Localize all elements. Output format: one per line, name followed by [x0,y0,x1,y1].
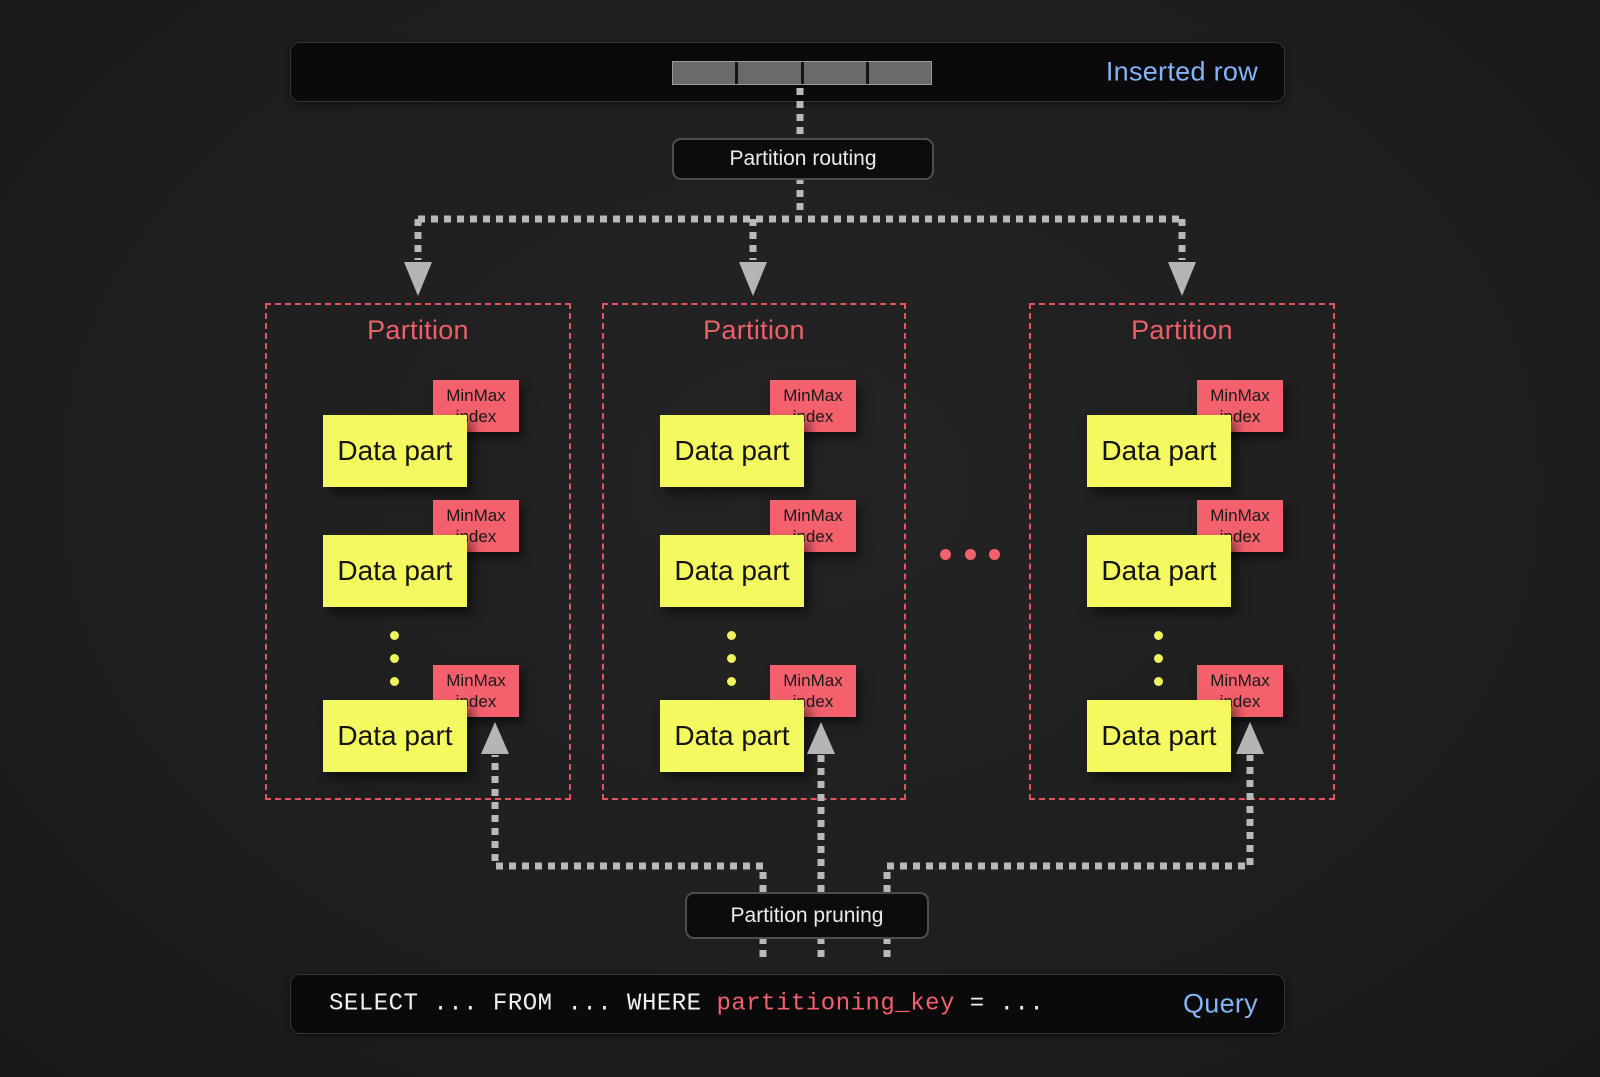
sql-partitioning-key: partitioning_key [716,990,955,1018]
partition-title: Partition [1131,315,1233,345]
partition-pruning-label: Partition pruning [685,892,929,939]
data-part-box: Data part [1087,415,1231,487]
partition-title: Partition [703,315,805,345]
data-part-box: Data part [660,535,804,607]
sql-suffix: = ... [954,990,1045,1018]
query-bar: SELECT ... FROM ... WHERE partitioning_k… [290,974,1285,1034]
more-parts-dots-icon [1154,631,1164,686]
inserted-row-label: Inserted row [1105,56,1258,87]
row-cells-icon [672,61,932,85]
minmax-index-tag: MinMax index [433,500,519,552]
inserted-row-bar: Inserted row [290,42,1285,102]
partition-box-3: Partition MinMax index Data part MinMax … [1029,303,1335,800]
data-part-box: Data part [1087,700,1231,772]
data-part-box: Data part [1087,535,1231,607]
partition-routing-label: Partition routing [672,138,934,180]
row-cell [868,62,931,84]
more-partitions-ellipsis-icon [940,549,1000,560]
row-cell [738,62,801,84]
more-parts-dots-icon [727,631,737,686]
arrow-down-icon [1168,262,1196,296]
row-cell [803,62,866,84]
data-part-box: Data part [323,700,467,772]
partition-box-1: Partition MinMax index Data part MinMax … [265,303,571,800]
sql-text: SELECT ... FROM ... WHERE partitioning_k… [329,991,1044,1018]
arrow-down-icon [739,262,767,296]
partition-title: Partition [367,315,469,345]
data-part-box: Data part [660,700,804,772]
partition-box-2: Partition MinMax index Data part MinMax … [602,303,906,800]
data-part-box: Data part [323,415,467,487]
sql-prefix: SELECT ... FROM ... WHERE [329,990,717,1018]
query-label: Query [1182,988,1258,1019]
row-cell [673,62,736,84]
more-parts-dots-icon [390,631,400,686]
data-part-box: Data part [323,535,467,607]
arrow-down-icon [404,262,432,296]
data-part-box: Data part [660,415,804,487]
